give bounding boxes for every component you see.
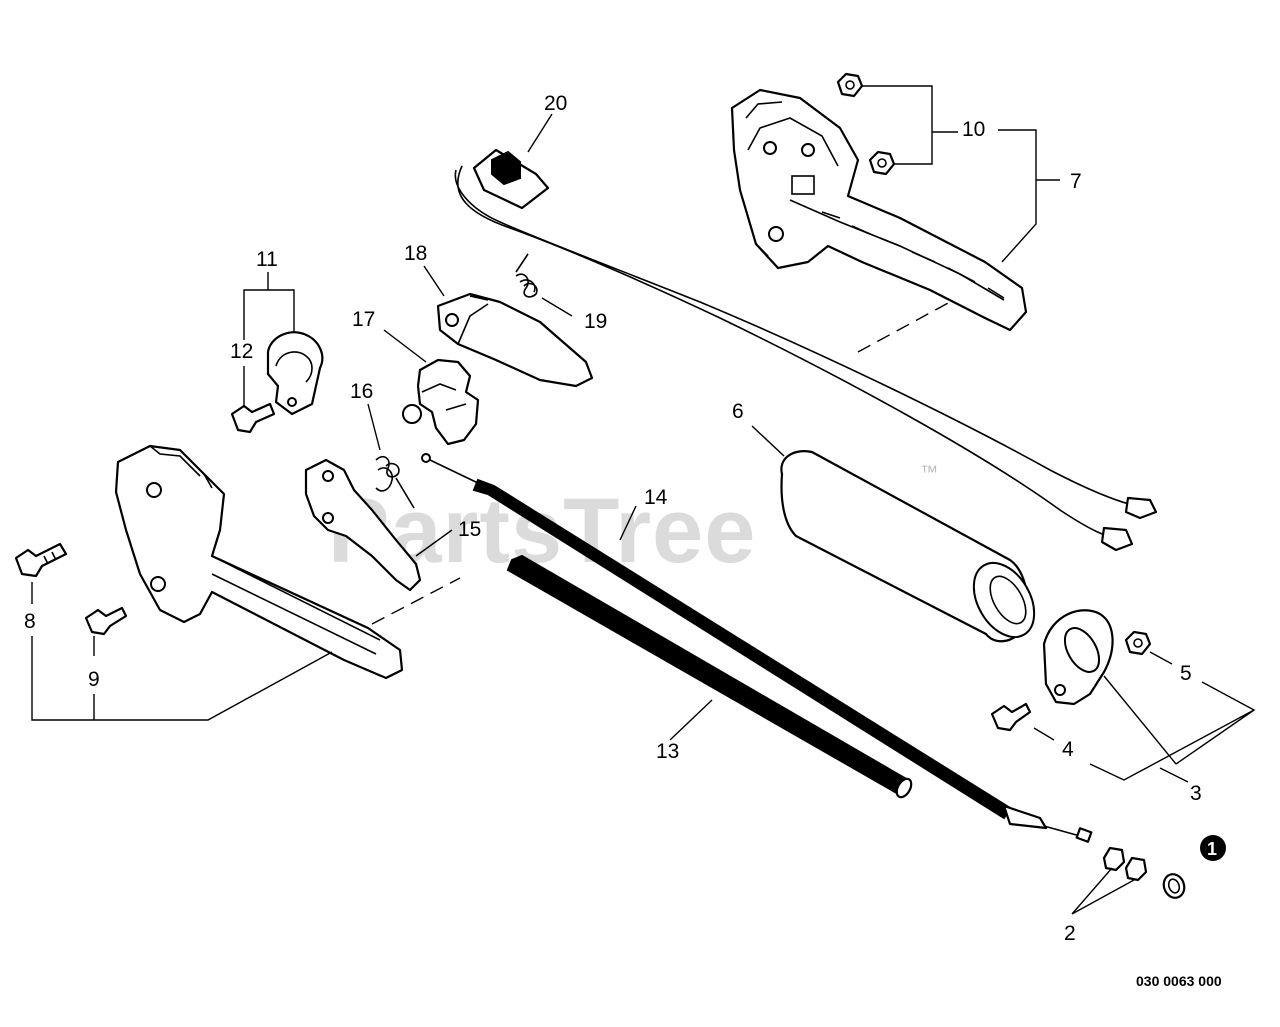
callout-13: 13 [656, 740, 679, 763]
callout-4: 4 [1062, 738, 1074, 761]
alignment-line-housing [371, 577, 461, 625]
throttle-lever-part [436, 292, 594, 388]
callout-16: 16 [350, 380, 373, 403]
alignment-line-handle [857, 301, 951, 353]
callout-14: 14 [644, 486, 668, 509]
note-marker-circle [1200, 835, 1226, 861]
callout-6: 6 [732, 400, 744, 423]
callout-7: 7 [1070, 170, 1082, 193]
collar-bolt-4 [990, 702, 1032, 732]
callout-labels: 1 2 3 4 5 6 7 8 9 10 11 12 13 14 15 16 1… [24, 92, 1217, 945]
handle-nut-lower [868, 150, 896, 176]
cable-nut-2a [1102, 846, 1126, 872]
callout-15: 15 [458, 518, 481, 541]
bolt-part-9 [84, 606, 128, 636]
callout-3: 3 [1190, 782, 1202, 805]
callout-12: 12 [230, 340, 253, 363]
handle-collar-part [1042, 609, 1114, 706]
trademark-symbol: ™ [920, 462, 938, 482]
callout-20: 20 [544, 92, 567, 115]
handle-nut-upper [836, 72, 864, 98]
callout-18: 18 [404, 242, 427, 265]
callout-9: 9 [88, 668, 100, 691]
collar-nut-5 [1124, 630, 1152, 656]
torsion-spring-19 [515, 253, 538, 298]
bolt-part-8 [14, 542, 68, 578]
callout-10: 10 [962, 118, 985, 141]
throttle-cable-part [421, 453, 1093, 843]
shaft-tube-part [506, 554, 913, 799]
callout-2: 2 [1064, 922, 1076, 945]
callout-5: 5 [1180, 662, 1192, 685]
throttle-latch-part [304, 458, 422, 592]
clamp-part-11 [266, 331, 324, 416]
ring-part-1 [1162, 873, 1186, 899]
callout-1-overlay: 1 [1207, 839, 1217, 859]
rear-handle-part [730, 88, 1028, 332]
clamp-bolt-12 [230, 402, 276, 434]
callout-11: 11 [256, 248, 278, 271]
throttle-housing-part [114, 444, 404, 680]
figure-code: 030 0063 000 [1136, 973, 1222, 989]
trigger-link-part [402, 358, 480, 446]
stop-switch-part [454, 148, 1158, 552]
cable-nut-2b [1124, 856, 1148, 882]
torsion-spring-16 [375, 455, 415, 509]
callout-8: 8 [24, 610, 36, 633]
leader-lines [31, 85, 1256, 915]
callout-17: 17 [352, 308, 375, 331]
foam-grip-part [780, 450, 1036, 643]
callout-19: 19 [584, 310, 607, 333]
